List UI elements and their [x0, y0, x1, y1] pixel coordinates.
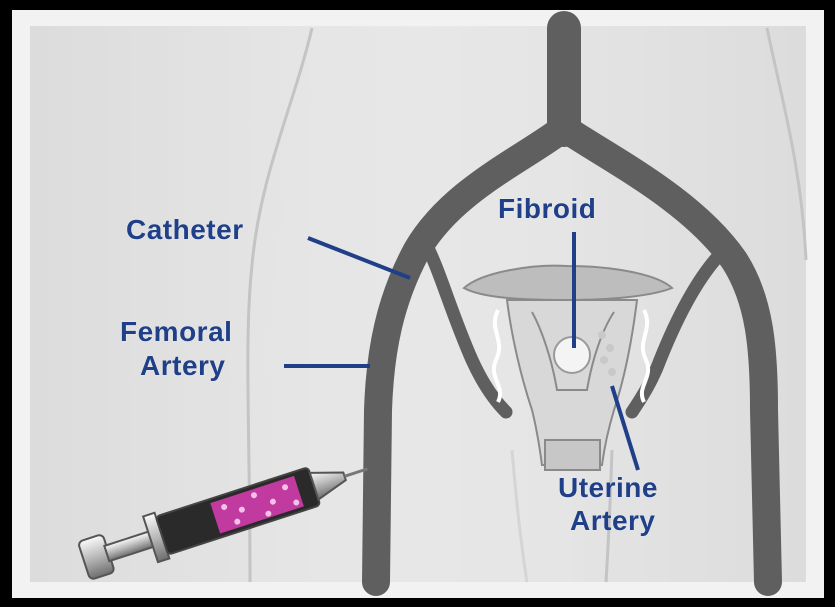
anatomy-illustration	[12, 10, 824, 598]
illustration-frame: Catheter Fibroid Femoral Artery Uterine …	[12, 10, 824, 598]
fibroid-label: Fibroid	[498, 194, 596, 224]
uterine-artery-label-line2: Artery	[570, 506, 655, 536]
uterine-artery-label-line1: Uterine	[558, 473, 658, 503]
catheter-label: Catheter	[126, 215, 244, 245]
femoral-artery-label-line2: Artery	[140, 351, 225, 381]
femoral-artery-label-line1: Femoral	[120, 317, 232, 347]
